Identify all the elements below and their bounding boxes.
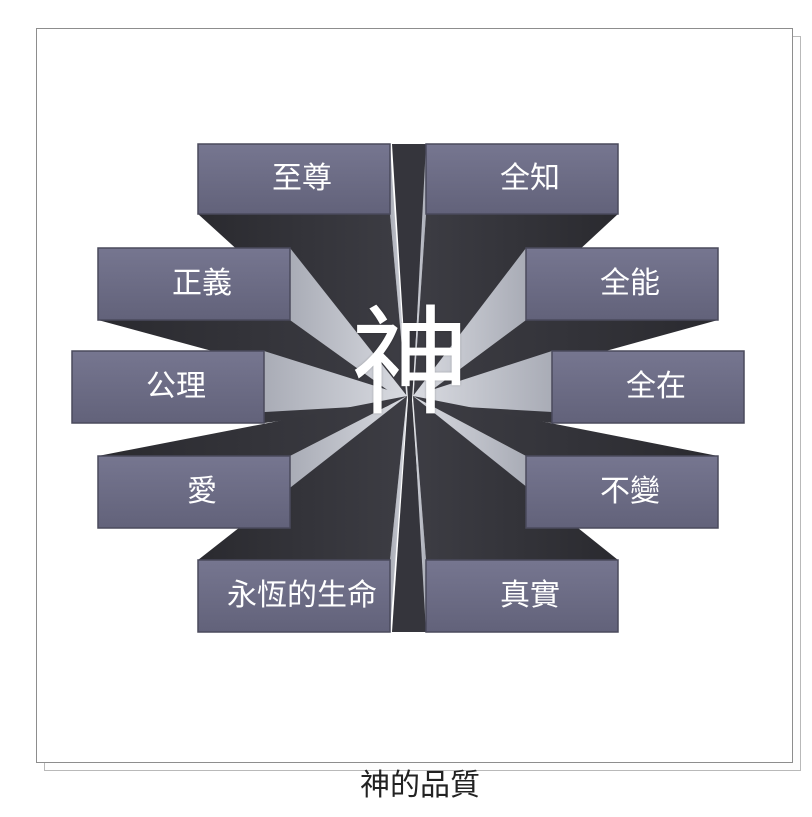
left-attribute-box-0 bbox=[197, 143, 391, 215]
right-attribute-label-1: 全能 bbox=[600, 266, 660, 301]
center-label: 神 bbox=[350, 294, 470, 432]
left-attribute-box-3 bbox=[97, 455, 291, 529]
attribute-boxes bbox=[71, 143, 745, 633]
right-attribute-box-2 bbox=[551, 350, 745, 424]
right-attribute-label-2: 全在 bbox=[626, 369, 686, 404]
right-attribute-box-4 bbox=[425, 559, 619, 633]
left-beam-dark-3 bbox=[98, 396, 407, 456]
right-attribute-label-0: 全知 bbox=[500, 161, 560, 196]
left-attribute-label-4: 永恆的生命 bbox=[227, 578, 377, 613]
spine-top bbox=[392, 144, 428, 400]
figure-caption: 神的品質 bbox=[360, 768, 480, 803]
right-beam-light-1 bbox=[413, 248, 526, 404]
left-attribute-label-2: 公理 bbox=[146, 369, 206, 404]
left-beam-light-0 bbox=[390, 144, 407, 404]
right-attribute-box-1 bbox=[525, 247, 719, 321]
right-attribute-label-4: 真實 bbox=[500, 578, 560, 613]
left-attribute-box-1 bbox=[97, 247, 291, 321]
left-beam-light-1 bbox=[290, 248, 407, 404]
left-attribute-box-2 bbox=[71, 350, 265, 424]
right-beam-light-0 bbox=[413, 144, 426, 404]
right-beam-light-4 bbox=[413, 396, 426, 632]
right-attribute-label-3: 不變 bbox=[600, 474, 660, 509]
right-attribute-box-3 bbox=[525, 455, 719, 529]
right-attribute-box-0 bbox=[425, 143, 619, 215]
perspective-beams bbox=[72, 144, 744, 632]
spine-bottom bbox=[392, 400, 428, 632]
left-attribute-box-4 bbox=[197, 559, 391, 633]
right-beam-dark-3 bbox=[413, 396, 718, 456]
left-attribute-label-0: 至尊 bbox=[272, 161, 332, 196]
left-attribute-label-1: 正義 bbox=[172, 266, 232, 301]
left-attribute-label-3: 愛 bbox=[187, 474, 217, 509]
left-beam-light-4 bbox=[390, 396, 407, 632]
